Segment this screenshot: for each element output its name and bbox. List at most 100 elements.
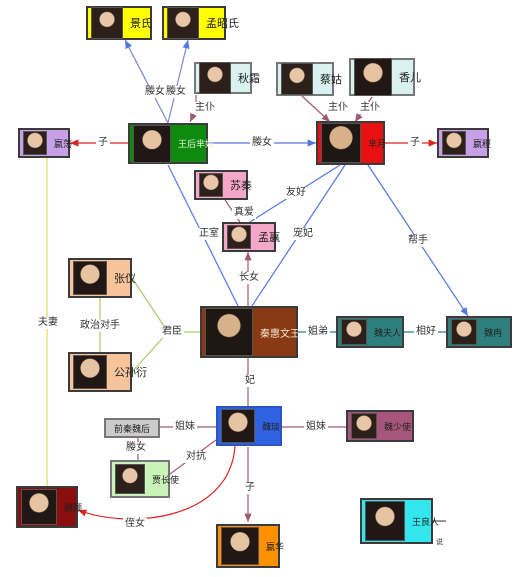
node-yingxin[interactable]: 魏颐 xyxy=(16,486,82,528)
edge-label-zi2: 子 xyxy=(408,137,422,149)
edge-label-jiedi: 姐弟 xyxy=(306,326,330,338)
edge-label-zhinv: 侄女 xyxy=(123,518,147,530)
node-label: 王良人 xyxy=(412,517,440,528)
edge-label-junchen: 君臣 xyxy=(160,326,184,338)
edge-label-zhengzhi: 政治对手 xyxy=(78,320,122,332)
node-label: 景氏 xyxy=(130,17,152,30)
edge-label-zhengshi: 正室 xyxy=(197,228,221,240)
portrait-icon xyxy=(91,7,123,39)
node-caigu[interactable]: 蔡姑 xyxy=(276,62,342,96)
node-label: 王后芈姝 xyxy=(178,140,215,150)
node-label: 秋霜 xyxy=(238,72,260,85)
node-jiazhangshi[interactable]: 贾长使 xyxy=(110,460,179,498)
portrait-icon xyxy=(21,489,57,525)
portrait-icon xyxy=(199,62,231,94)
node-label: 嬴稷 xyxy=(473,139,492,150)
edge-label-xianghao: 相好 xyxy=(414,326,438,338)
portrait-icon xyxy=(341,319,367,345)
node-yinghua2[interactable]: 魏冉 xyxy=(446,316,512,348)
portrait-icon xyxy=(23,131,47,155)
node-wangzhao[interactable]: 王后芈姝 xyxy=(128,123,214,164)
portrait-icon xyxy=(199,173,223,197)
edge-label-tengnv4: 媵女 xyxy=(124,442,148,454)
edge-tengnv1 xyxy=(124,39,169,124)
node-label: 蔡姑 xyxy=(320,73,342,86)
edge-label-zhangnv: 长女 xyxy=(237,272,261,284)
portrait-icon xyxy=(227,225,251,249)
node-label: 公孙衍 xyxy=(114,366,147,379)
edge-label-youhao: 友好 xyxy=(284,187,308,199)
edge-label-bangshou: 帮手 xyxy=(406,235,430,247)
node-jing[interactable]: 景氏 xyxy=(86,6,152,40)
node-label: 魏少使 xyxy=(384,422,412,433)
node-label: 魏夫人 xyxy=(374,328,402,339)
node-label: 魏颐 xyxy=(64,503,83,514)
portrait-icon xyxy=(442,131,466,155)
portrait-icon xyxy=(321,123,361,163)
edge-label-jiemei1: 姐妹 xyxy=(173,421,197,433)
node-yingdang[interactable]: 嬴荡 xyxy=(18,128,73,158)
node-label: 张仪 xyxy=(114,272,136,285)
node-weihou[interactable]: 前秦魏后 xyxy=(104,418,160,438)
node-label: 秦惠文王 xyxy=(260,328,300,340)
node-king[interactable]: 秦惠文王 xyxy=(200,306,300,358)
node-qiushuang[interactable]: 秋霜 xyxy=(194,62,260,94)
portrait-icon xyxy=(205,308,253,356)
node-weifuren[interactable]: 魏夫人 xyxy=(336,316,404,348)
edge-label-jiemei2: 姐妹 xyxy=(304,421,328,433)
node-label: 香儿 xyxy=(399,71,421,84)
node-label: 贾长使 xyxy=(152,475,180,486)
node-label: 芈月 xyxy=(368,139,387,150)
node-label: 嬴荡 xyxy=(54,139,73,150)
node-mengying[interactable]: 孟嬴 xyxy=(222,222,280,252)
node-yinghua[interactable]: 嬴华 xyxy=(216,524,284,568)
node-label: 孟嬴 xyxy=(258,231,280,244)
portrait-icon xyxy=(115,464,145,494)
portrait-icon xyxy=(73,261,107,295)
node-weishaoshi[interactable]: 魏少使 xyxy=(346,410,414,442)
node-label: 孟昭氏 xyxy=(206,17,239,30)
edge-label-tengnv3: 媵女 xyxy=(250,137,274,149)
edge-label-tengnv2: 媵女 xyxy=(164,86,188,98)
edge-zhupu2 xyxy=(301,95,331,123)
portrait-icon xyxy=(281,63,313,95)
watermark-text: 说 xyxy=(436,538,443,546)
node-mengzhao[interactable]: 孟昭氏 xyxy=(162,6,239,40)
edge-label-zi3: 子 xyxy=(243,482,257,494)
node-xianger[interactable]: 香儿 xyxy=(349,58,421,96)
edge-tengnv2 xyxy=(167,39,190,124)
node-wei[interactable]: 魏琰 xyxy=(216,406,282,446)
edge-label-zhupu2: 主仆 xyxy=(326,102,350,114)
edge-label-tengnv1: 媵女 xyxy=(143,86,167,98)
portrait-icon xyxy=(365,501,405,541)
node-yingji[interactable]: 嬴稷 xyxy=(437,128,492,158)
edge-label-duikang: 对抗 xyxy=(184,451,208,463)
edge-label-zhupu1: 主仆 xyxy=(193,102,217,114)
node-mijiang[interactable]: 芈月 xyxy=(316,121,387,165)
edge-label-chongfei: 宠妃 xyxy=(291,228,315,240)
edge-label-fei: 妃 xyxy=(243,375,257,387)
node-label: 前秦魏后 xyxy=(113,424,150,435)
node-label: 嬴华 xyxy=(266,542,285,553)
node-wangliangren[interactable]: 王良人 xyxy=(360,498,439,544)
edge-junchen xyxy=(131,277,200,373)
node-suqin[interactable]: 苏秦 xyxy=(194,170,252,200)
edge-zhinv xyxy=(77,445,236,520)
portrait-icon xyxy=(221,409,255,443)
edge-label-zi1: 子 xyxy=(96,137,110,149)
node-zhangyi[interactable]: 张仪 xyxy=(68,258,136,298)
portrait-icon xyxy=(221,527,259,565)
node-gongsunyan[interactable]: 公孙衍 xyxy=(68,352,147,392)
edge-label-fuqi: 夫妻 xyxy=(36,317,60,329)
portrait-icon xyxy=(351,413,377,439)
edge-label-zhupu3: 主仆 xyxy=(358,102,382,114)
edge-label-zhenai: 真爱 xyxy=(232,207,256,219)
portrait-icon xyxy=(354,58,392,96)
node-label: 魏琰 xyxy=(262,422,281,433)
node-label: 苏秦 xyxy=(230,179,252,192)
portrait-icon xyxy=(73,355,107,389)
node-label: 魏冉 xyxy=(484,328,503,339)
portrait-icon xyxy=(451,319,477,345)
portrait-icon xyxy=(133,124,171,163)
